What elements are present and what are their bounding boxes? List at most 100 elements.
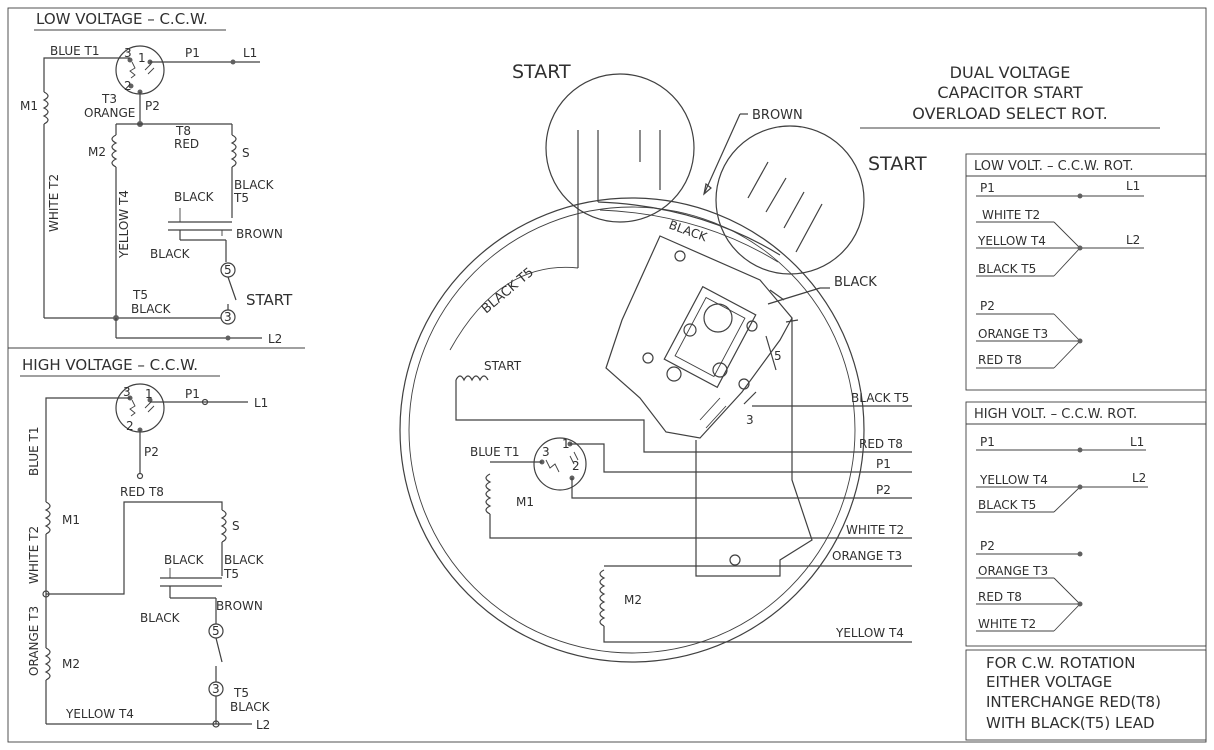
svg-text:DUAL VOLTAGE: DUAL VOLTAGE: [950, 63, 1071, 82]
svg-text:S: S: [232, 519, 240, 533]
svg-text:M1: M1: [62, 513, 80, 527]
svg-text:EITHER VOLTAGE: EITHER VOLTAGE: [986, 673, 1112, 691]
svg-text:T3: T3: [101, 92, 117, 106]
svg-text:RED T8: RED T8: [120, 485, 164, 499]
svg-text:L2: L2: [256, 718, 270, 732]
svg-text:START: START: [484, 359, 522, 373]
lead-black-t5: BLACK T5: [851, 391, 909, 405]
svg-text:3: 3: [212, 682, 220, 696]
svg-text:YELLOW T4: YELLOW T4: [979, 473, 1048, 487]
lead-orange-t3: ORANGE T3: [832, 549, 902, 563]
svg-text:M1: M1: [516, 495, 534, 509]
svg-text:BLACK: BLACK: [224, 553, 265, 567]
svg-text:BLACK: BLACK: [150, 247, 191, 261]
svg-text:5: 5: [774, 349, 782, 363]
svg-text:WHITE T2: WHITE T2: [978, 617, 1036, 631]
motor-diagram: START START BLACK BROWN BLACK T5 START: [399, 61, 927, 663]
svg-text:CAPACITOR START: CAPACITOR START: [937, 83, 1082, 102]
low-voltage-schematic: LOW VOLTAGE – C.C.W. 1 3 2 BLUE T1 P1 L1…: [20, 10, 293, 346]
svg-text:P1: P1: [980, 181, 995, 195]
svg-text:RED T8: RED T8: [978, 590, 1022, 604]
svg-text:RED: RED: [174, 137, 199, 151]
svg-text:BLACK T5: BLACK T5: [978, 262, 1036, 276]
high-voltage-title: HIGH VOLTAGE – C.C.W.: [22, 356, 198, 374]
low-volt-connection-table: LOW VOLT. – C.C.W. ROT. P1 L1 WHITE T2 Y…: [965, 153, 1207, 391]
svg-text:BLACK: BLACK: [140, 611, 181, 625]
lead-white-t2: WHITE T2: [846, 523, 904, 537]
svg-text:M2: M2: [88, 145, 106, 159]
overload-protector: [605, 235, 799, 439]
svg-text:L1: L1: [1126, 179, 1140, 193]
start-switch-circle-right: [715, 125, 865, 275]
svg-text:3: 3: [746, 413, 754, 427]
svg-text:L1: L1: [1130, 435, 1144, 449]
svg-text:L2: L2: [1126, 233, 1140, 247]
lead-p2: P2: [876, 483, 891, 497]
svg-text:WHITE T2: WHITE T2: [27, 526, 41, 584]
svg-text:T5: T5: [233, 191, 249, 205]
svg-text:BLACK: BLACK: [164, 553, 205, 567]
svg-text:BLACK: BLACK: [667, 218, 710, 245]
svg-text:3: 3: [124, 46, 132, 60]
svg-text:M2: M2: [624, 593, 642, 607]
svg-text:BLUE T1: BLUE T1: [27, 427, 41, 476]
svg-text:P1: P1: [980, 435, 995, 449]
svg-text:OVERLOAD SELECT ROT.: OVERLOAD SELECT ROT.: [912, 104, 1107, 123]
svg-text:BLUE T1: BLUE T1: [470, 445, 519, 459]
svg-text:BLACK: BLACK: [834, 275, 877, 290]
svg-text:BLACK: BLACK: [234, 178, 275, 192]
svg-text:5: 5: [212, 624, 220, 638]
svg-text:3: 3: [224, 310, 232, 324]
svg-text:RED T8: RED T8: [978, 353, 1022, 367]
svg-text:1: 1: [138, 51, 146, 65]
svg-text:L2: L2: [268, 332, 282, 346]
svg-text:M1: M1: [20, 99, 38, 113]
svg-text:ORANGE T3: ORANGE T3: [978, 564, 1048, 578]
svg-text:WHITE T2: WHITE T2: [982, 208, 1040, 222]
svg-text:ORANGE T3: ORANGE T3: [27, 606, 41, 676]
svg-text:T8: T8: [175, 124, 191, 138]
svg-text:LOW VOLT. – C.C.W. ROT.: LOW VOLT. – C.C.W. ROT.: [974, 159, 1134, 174]
svg-text:ORANGE: ORANGE: [84, 106, 135, 120]
svg-text:BLACK T5: BLACK T5: [978, 498, 1036, 512]
motor-housing: [399, 197, 865, 663]
svg-text:1: 1: [145, 387, 153, 401]
svg-text:BLACK: BLACK: [174, 190, 215, 204]
start-switch-circle-top: [545, 73, 695, 223]
svg-text:5: 5: [224, 263, 232, 277]
lead-yellow-t4: YELLOW T4: [835, 626, 904, 640]
svg-text:FOR C.W. ROTATION: FOR C.W. ROTATION: [986, 654, 1135, 672]
rotation-note: FOR C.W. ROTATION EITHER VOLTAGE INTERCH…: [965, 649, 1207, 741]
svg-text:T5: T5: [132, 288, 148, 302]
svg-text:YELLOW T4: YELLOW T4: [117, 190, 131, 259]
svg-text:3: 3: [542, 445, 550, 459]
svg-text:P2: P2: [145, 99, 160, 113]
svg-text:BROWN: BROWN: [216, 599, 263, 613]
svg-text:BLACK: BLACK: [131, 302, 172, 316]
svg-text:3: 3: [123, 385, 131, 399]
svg-text:2: 2: [572, 459, 580, 473]
center-terminal-circle: [533, 437, 587, 491]
svg-text:HIGH VOLT. – C.C.W. ROT.: HIGH VOLT. – C.C.W. ROT.: [974, 407, 1137, 422]
svg-text:P1: P1: [185, 46, 200, 60]
svg-text:T5: T5: [233, 686, 249, 700]
svg-text:YELLOW T4: YELLOW T4: [65, 707, 134, 721]
svg-text:2: 2: [126, 419, 134, 433]
svg-text:START: START: [512, 61, 571, 83]
svg-text:P2: P2: [980, 539, 995, 553]
svg-text:ORANGE T3: ORANGE T3: [978, 327, 1048, 341]
svg-text:BLACK T5: BLACK T5: [479, 265, 537, 317]
svg-text:2: 2: [124, 79, 132, 93]
svg-text:WITH BLACK(T5) LEAD: WITH BLACK(T5) LEAD: [986, 714, 1155, 732]
svg-text:START: START: [868, 153, 927, 175]
svg-text:BLUE T1: BLUE T1: [50, 44, 99, 58]
svg-text:P2: P2: [144, 445, 159, 459]
svg-text:BLACK: BLACK: [230, 700, 271, 714]
high-voltage-schematic: HIGH VOLTAGE – C.C.W. 1 3 2 P1 L1 BLUE T…: [20, 356, 271, 732]
lead-p1: P1: [876, 457, 891, 471]
svg-text:INTERCHANGE RED(T8): INTERCHANGE RED(T8): [986, 693, 1161, 711]
svg-text:T5: T5: [223, 567, 239, 581]
svg-text:S: S: [242, 146, 250, 160]
low-voltage-title: LOW VOLTAGE – C.C.W.: [36, 10, 208, 28]
